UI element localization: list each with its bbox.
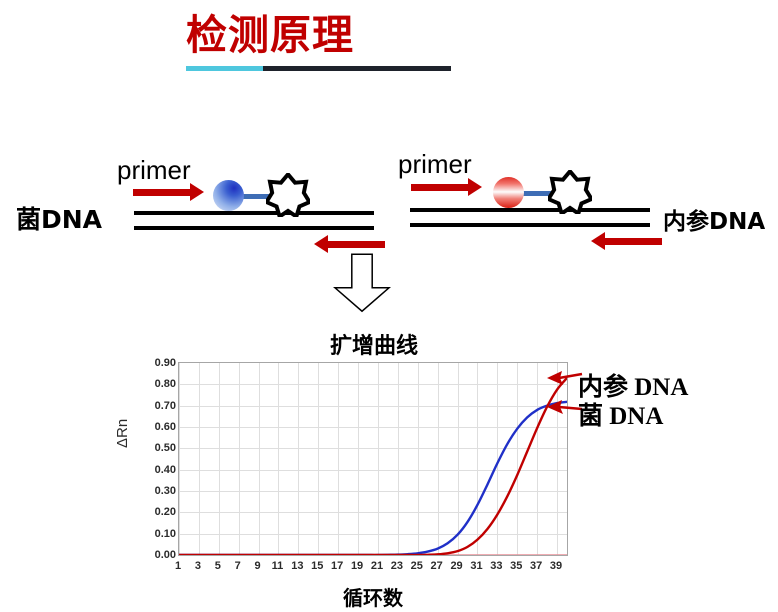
down-block-arrow-icon bbox=[332, 253, 392, 313]
x-axis-tick-label: 11 bbox=[271, 560, 284, 572]
curve-paths bbox=[179, 376, 567, 555]
page-title: 检测原理 bbox=[186, 11, 354, 59]
y-axis-ticks: 0.00 0.10 0.20 0.30 0.40 0.50 0.60 0.70 0.80 0.90 bbox=[134, 357, 176, 561]
x-axis-tick-label: 7 bbox=[234, 560, 241, 572]
y-axis-title: ΔRn bbox=[114, 418, 131, 448]
title-underline-body bbox=[262, 66, 451, 71]
chart-plot-area bbox=[178, 362, 568, 556]
y-axis-tick-label: 0.40 bbox=[154, 463, 176, 476]
gridline-vertical bbox=[318, 363, 320, 555]
x-axis-tick-label: 35 bbox=[510, 560, 523, 572]
red-reporter-dot-icon bbox=[493, 177, 524, 208]
x-axis-tick-label: 5 bbox=[214, 560, 221, 572]
forward-primer-arrow-left bbox=[133, 183, 204, 201]
gridline-vertical bbox=[437, 363, 439, 555]
star-quencher-icon-left bbox=[263, 171, 313, 220]
x-axis-tick-label: 31 bbox=[470, 560, 483, 572]
y-axis-tick-label: 0.20 bbox=[154, 506, 176, 519]
series-line bbox=[179, 376, 567, 555]
x-axis-tick-label: 25 bbox=[410, 560, 423, 572]
callout-arrow-internal-control bbox=[547, 368, 583, 390]
x-axis-tick-label: 37 bbox=[530, 560, 543, 572]
gridline-vertical bbox=[397, 363, 399, 555]
gridline-vertical bbox=[358, 363, 360, 555]
gridline-vertical bbox=[218, 363, 220, 555]
gridline-vertical bbox=[377, 363, 379, 555]
gridline-horizontal bbox=[179, 405, 567, 407]
x-axis-tick-label: 9 bbox=[254, 560, 261, 572]
gridline-horizontal bbox=[179, 384, 567, 386]
gridline-vertical bbox=[497, 363, 499, 555]
x-axis-tick-label: 23 bbox=[390, 560, 403, 572]
probe-linker-left bbox=[240, 194, 285, 199]
x-axis-tick-label: 13 bbox=[291, 560, 304, 572]
primer-label-left: primer bbox=[117, 155, 191, 185]
gridline-horizontal bbox=[179, 427, 567, 428]
x-axis-tick-label: 1 bbox=[174, 560, 182, 572]
gridline-vertical bbox=[298, 363, 300, 555]
probe-linker-right bbox=[520, 191, 565, 196]
blue-reporter-dot-icon bbox=[213, 180, 244, 211]
dna-strand-bottom-right bbox=[410, 223, 650, 227]
y-axis-tick-label: 0.30 bbox=[154, 485, 176, 497]
gridline-vertical bbox=[557, 363, 559, 555]
callout-label-bacteria: 菌 DNA bbox=[578, 403, 664, 430]
gridline-horizontal bbox=[179, 512, 567, 514]
x-axis-tick-label: 15 bbox=[311, 560, 324, 572]
y-axis-tick-label: 0.70 bbox=[154, 399, 176, 412]
gridline-vertical bbox=[238, 363, 240, 555]
star-quencher-icon-right bbox=[545, 168, 595, 217]
callout-arrow-bacteria bbox=[547, 397, 583, 419]
amplification-curve-caption: 扩增曲线 bbox=[330, 334, 419, 359]
title-underline bbox=[186, 66, 451, 71]
gridline-vertical bbox=[258, 363, 260, 555]
dna-strand-top-right bbox=[410, 208, 650, 212]
gridline-vertical bbox=[278, 363, 280, 555]
gridline-horizontal bbox=[179, 533, 567, 535]
title-underline-accent bbox=[186, 66, 263, 71]
gridline-vertical bbox=[477, 363, 479, 555]
dna-strand-top-left bbox=[134, 211, 374, 215]
y-axis-tick-label: 0.90 bbox=[154, 357, 176, 369]
gridline-horizontal bbox=[179, 491, 567, 492]
reverse-primer-arrow-right bbox=[591, 232, 662, 250]
amplification-chart: ΔRn 0.00 0.10 0.20 0.30 0.40 0.50 0.60 0.70 0.80… bbox=[114, 357, 580, 612]
forward-primer-arrow-right bbox=[411, 178, 482, 196]
gridline-horizontal bbox=[179, 469, 567, 471]
gridline-horizontal bbox=[179, 448, 567, 450]
series-line bbox=[179, 400, 567, 555]
x-axis-tick-label: 3 bbox=[194, 560, 201, 572]
gridline-vertical bbox=[457, 363, 459, 555]
gridline-vertical bbox=[417, 363, 419, 555]
x-axis-title: 循环数 bbox=[343, 586, 403, 610]
gridline-vertical bbox=[338, 363, 340, 555]
gridline-vertical bbox=[537, 363, 539, 555]
x-axis-tick-label: 19 bbox=[350, 560, 364, 572]
x-axis-tick-label: 27 bbox=[430, 560, 443, 572]
y-axis-tick-label: 0.80 bbox=[154, 378, 176, 391]
x-axis-tick-label: 29 bbox=[450, 560, 463, 572]
bacteria-dna-label: 菌DNA bbox=[16, 205, 103, 234]
gridline-vertical bbox=[179, 363, 180, 555]
gridline-vertical bbox=[517, 363, 519, 555]
x-axis-tick-label: 17 bbox=[331, 560, 344, 572]
x-axis-tick-label: 33 bbox=[490, 560, 503, 572]
reverse-primer-arrow-left bbox=[314, 235, 385, 253]
y-axis-tick-label: 0.60 bbox=[154, 421, 176, 433]
internal-control-dna-label: 内参DNA bbox=[663, 209, 766, 235]
callout-label-internal-control: 内参 DNA bbox=[578, 374, 689, 401]
y-axis-tick-label: 0.10 bbox=[154, 527, 176, 540]
dna-strand-bottom-left bbox=[134, 226, 374, 230]
y-axis-tick-label: 0.50 bbox=[154, 442, 176, 455]
x-axis-tick-label: 21 bbox=[370, 560, 384, 572]
y-axis-tick-label: 0.00 bbox=[154, 549, 176, 561]
primer-label-right: primer bbox=[398, 149, 472, 179]
x-axis-tick-label: 39 bbox=[549, 560, 563, 572]
gridline-vertical bbox=[198, 363, 200, 555]
